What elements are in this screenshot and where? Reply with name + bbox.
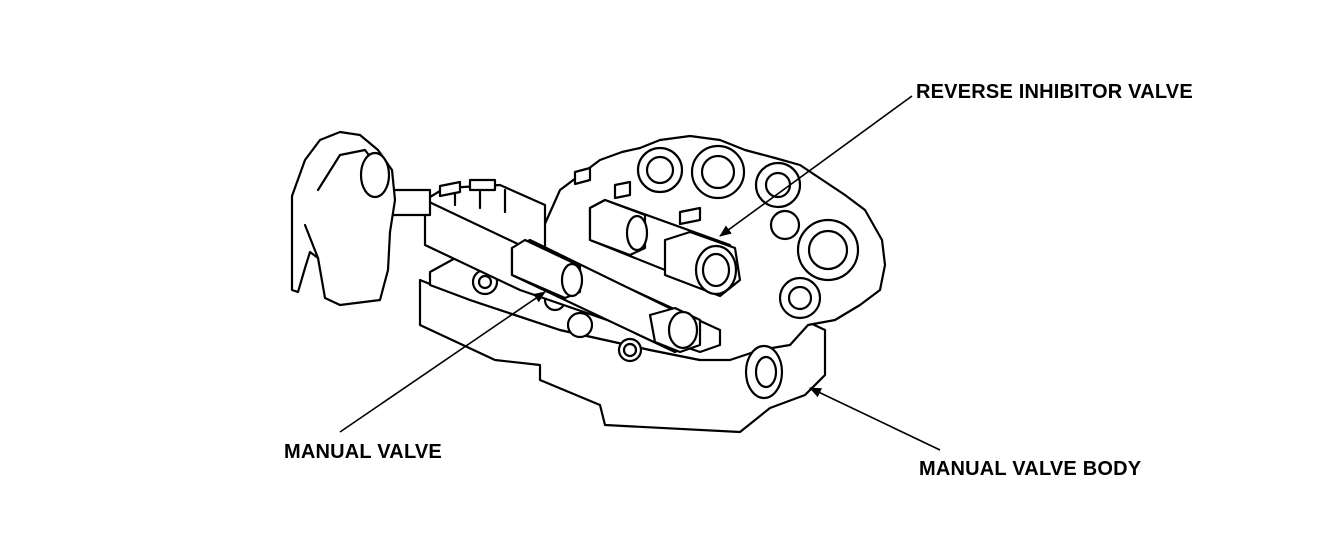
boss-ring-6 bbox=[769, 209, 801, 241]
leader-manual-valve-body bbox=[809, 387, 941, 451]
label-manual-valve-body: MANUAL VALVE BODY bbox=[919, 458, 1142, 480]
label-manual-valve: MANUAL VALVE bbox=[284, 441, 442, 463]
label-reverse-inhibitor-valve: REVERSE INHIBITOR VALVE bbox=[916, 81, 1193, 103]
leader-reverse-inhibitor bbox=[719, 95, 913, 237]
leader-manual-valve bbox=[339, 291, 546, 433]
